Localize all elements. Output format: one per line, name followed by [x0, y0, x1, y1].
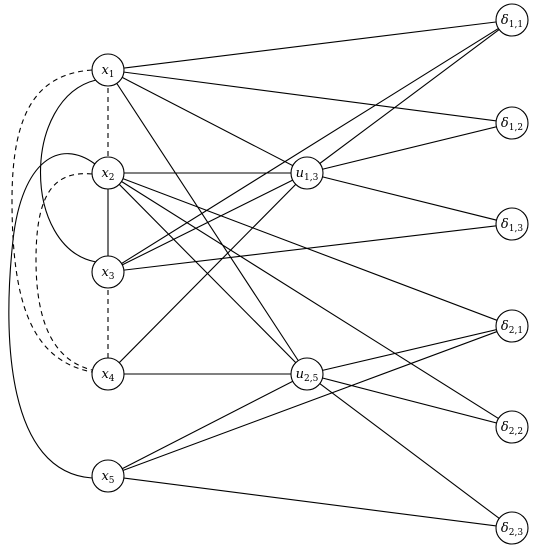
node-x5: x5: [91, 459, 125, 493]
node-u25: u2,5: [290, 357, 324, 391]
edge-u13-d11: [306, 19, 513, 174]
node-d22: δ2,2: [495, 410, 529, 444]
edge-u25-d21: [306, 325, 513, 375]
node-circle-d12: [495, 106, 529, 140]
node-d11: δ1,1: [495, 3, 529, 37]
node-x1: x1: [91, 53, 125, 87]
node-circle-x4: [91, 357, 125, 391]
node-u13: u1,3: [290, 156, 324, 190]
node-d23: δ2,3: [495, 511, 529, 545]
node-label-x1: x1: [101, 63, 114, 80]
node-label-d21: δ2,1: [501, 319, 523, 336]
node-label-x3: x3: [101, 265, 114, 282]
node-d12: δ1,2: [495, 106, 529, 140]
edge-x2-d22: [107, 172, 513, 428]
node-circle-u25: [290, 357, 324, 391]
node-circle-d13: [495, 207, 529, 241]
node-circle-x3: [91, 255, 125, 289]
edge-u13-d12: [306, 122, 513, 174]
edge-x5-d23: [107, 475, 513, 529]
node-circle-x2: [91, 156, 125, 190]
edge-x3-d11: [107, 19, 513, 273]
node-x4: x4: [91, 357, 125, 391]
edge-x1-d12: [107, 69, 513, 124]
node-x2: x2: [91, 156, 125, 190]
node-label-d11: δ1,1: [501, 13, 523, 30]
curved-edge-x2-x4: [35, 173, 93, 371]
node-d21: δ2,1: [495, 309, 529, 343]
node-label-x5: x5: [101, 469, 114, 486]
node-circle-x5: [91, 459, 125, 493]
edge-u25-d22: [306, 373, 513, 428]
node-circle-d23: [495, 511, 529, 545]
node-circle-d11: [495, 3, 529, 37]
curved-edge-x1-x4: [11, 69, 93, 373]
node-circle-d21: [495, 309, 529, 343]
nodes-layer: x1 x2 x3 x4 x5 u1,3 u2,5 δ1,1 δ1,2 δ1,3 δ2,1 δ2,2 δ2…: [91, 3, 529, 545]
node-label-d13: δ1,3: [501, 217, 523, 234]
node-label-d22: δ2,2: [501, 420, 523, 437]
node-circle-d22: [495, 410, 529, 444]
node-label-d23: δ2,3: [501, 521, 523, 538]
node-circle-x1: [91, 53, 125, 87]
node-label-x4: x4: [101, 367, 114, 384]
curved-edge-x1-x3: [39, 79, 97, 263]
node-d13: δ1,3: [495, 207, 529, 241]
edge-x5-d21: [107, 325, 513, 477]
edge-x5-u25: [107, 373, 308, 477]
node-label-u13: u1,3: [296, 166, 319, 183]
edges-layer: [8, 19, 513, 529]
edge-x1-d11: [107, 19, 513, 71]
edge-x2-d21: [107, 172, 513, 327]
edge-u13-d13: [306, 172, 513, 225]
edge-x3-d13: [107, 223, 513, 273]
node-label-x2: x2: [101, 166, 114, 183]
node-label-d12: δ1,2: [501, 116, 523, 133]
edge-x4-u13: [107, 172, 308, 375]
edge-x1-u13: [107, 69, 308, 174]
edge-u25-d23: [306, 373, 513, 529]
edge-x3-u13: [107, 172, 308, 273]
node-circle-u13: [290, 156, 324, 190]
node-label-u25: u2,5: [296, 367, 319, 384]
curved-edge-x2-x5: [8, 153, 96, 479]
node-x3: x3: [91, 255, 125, 289]
